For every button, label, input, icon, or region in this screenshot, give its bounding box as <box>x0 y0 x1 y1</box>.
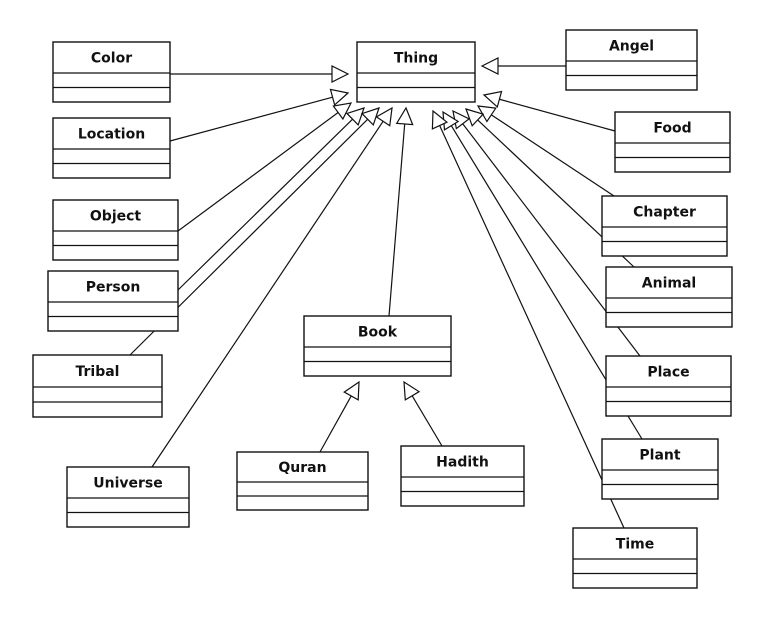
generalization-angel-to-thing <box>480 57 566 75</box>
class-time[interactable]: Time <box>572 527 698 589</box>
generalization-color-to-thing <box>170 65 350 83</box>
generalization-arrowhead <box>345 107 365 127</box>
generalization-arrowhead <box>343 380 360 401</box>
generalization-chapter-to-thing <box>476 105 615 197</box>
class-name-color: Color <box>91 51 132 67</box>
generalization-arrowhead <box>431 109 449 130</box>
generalization-arrowhead <box>331 65 350 83</box>
edge-line-universe <box>151 120 384 468</box>
edge-line-object <box>177 112 339 232</box>
class-tribal[interactable]: Tribal <box>32 354 163 418</box>
class-place[interactable]: Place <box>605 355 732 417</box>
class-box-frame <box>66 466 190 528</box>
class-object[interactable]: Object <box>52 199 179 261</box>
class-name-object: Object <box>90 209 142 225</box>
class-name-universe: Universe <box>93 476 163 492</box>
generalization-arrowhead <box>375 106 393 127</box>
class-name-time: Time <box>616 537 654 553</box>
class-angel[interactable]: Angel <box>565 29 698 91</box>
class-box-frame <box>565 29 698 91</box>
class-boxes: Thing ColorLocationObjectPersonTribalUniv… <box>32 29 733 589</box>
generalization-person-to-thing <box>177 107 365 291</box>
class-thing[interactable]: Thing <box>356 41 476 103</box>
generalization-quran-to-book <box>319 380 360 453</box>
generalization-arrowhead <box>465 108 485 127</box>
class-name-thing: Thing <box>394 51 438 67</box>
generalization-location-to-thing <box>169 88 350 142</box>
generalization-time-to-thing <box>431 109 625 529</box>
class-box-frame <box>52 41 171 103</box>
class-box-frame <box>52 199 179 261</box>
class-universe[interactable]: Universe <box>66 466 190 528</box>
class-name-tribal: Tribal <box>76 364 120 380</box>
class-box-frame <box>601 438 719 500</box>
generalization-arrowhead <box>482 90 503 109</box>
class-box-frame <box>303 315 452 377</box>
class-box-frame <box>52 117 171 179</box>
class-name-angel: Angel <box>609 39 654 55</box>
class-book[interactable]: Book <box>303 315 452 377</box>
generalization-arrowhead <box>332 102 353 121</box>
generalization-edges <box>129 57 643 529</box>
class-animal[interactable]: Animal <box>605 266 733 328</box>
class-box-frame <box>572 527 698 589</box>
class-box-frame <box>605 355 732 417</box>
edge-line-chapter <box>491 114 615 197</box>
generalization-arrowhead <box>403 380 421 401</box>
generalization-arrowhead <box>395 106 414 126</box>
class-box-frame <box>601 195 728 257</box>
class-quran[interactable]: Quran <box>236 451 369 511</box>
class-name-chapter: Chapter <box>633 205 696 221</box>
edge-line-quran <box>319 395 352 453</box>
class-box-frame <box>32 354 163 418</box>
edge-line-location <box>169 96 333 142</box>
class-name-place: Place <box>647 365 689 381</box>
edge-line-time <box>439 125 625 529</box>
class-chapter[interactable]: Chapter <box>601 195 728 257</box>
class-name-person: Person <box>86 280 141 296</box>
class-name-location: Location <box>78 127 145 143</box>
edge-line-book <box>388 123 406 317</box>
generalization-hadith-to-book <box>403 380 443 447</box>
generalization-universe-to-thing <box>151 106 393 468</box>
class-box-frame <box>236 451 369 511</box>
class-box-frame <box>605 266 733 328</box>
class-name-quran: Quran <box>278 460 326 476</box>
edge-line-food <box>499 98 616 132</box>
class-plant[interactable]: Plant <box>601 438 719 500</box>
class-person[interactable]: Person <box>47 270 179 332</box>
edge-line-person <box>177 118 353 291</box>
generalization-arrowhead <box>480 57 499 75</box>
class-hadith[interactable]: Hadith <box>400 445 525 507</box>
generalization-object-to-thing <box>177 102 353 232</box>
class-name-hadith: Hadith <box>436 455 489 471</box>
generalization-arrowhead <box>329 88 350 106</box>
generalization-book-to-thing <box>388 106 414 317</box>
class-location[interactable]: Location <box>52 117 171 179</box>
class-box-frame <box>47 270 179 332</box>
class-color[interactable]: Color <box>52 41 171 103</box>
class-name-plant: Plant <box>639 448 680 464</box>
class-name-animal: Animal <box>642 276 696 292</box>
generalization-food-to-thing <box>482 90 616 132</box>
class-box-frame <box>400 445 525 507</box>
edge-line-hadith <box>411 395 443 447</box>
class-box-frame <box>356 41 476 103</box>
class-name-book: Book <box>358 325 398 341</box>
class-food[interactable]: Food <box>614 111 731 173</box>
class-box-frame <box>614 111 731 173</box>
class-name-food: Food <box>653 121 691 137</box>
